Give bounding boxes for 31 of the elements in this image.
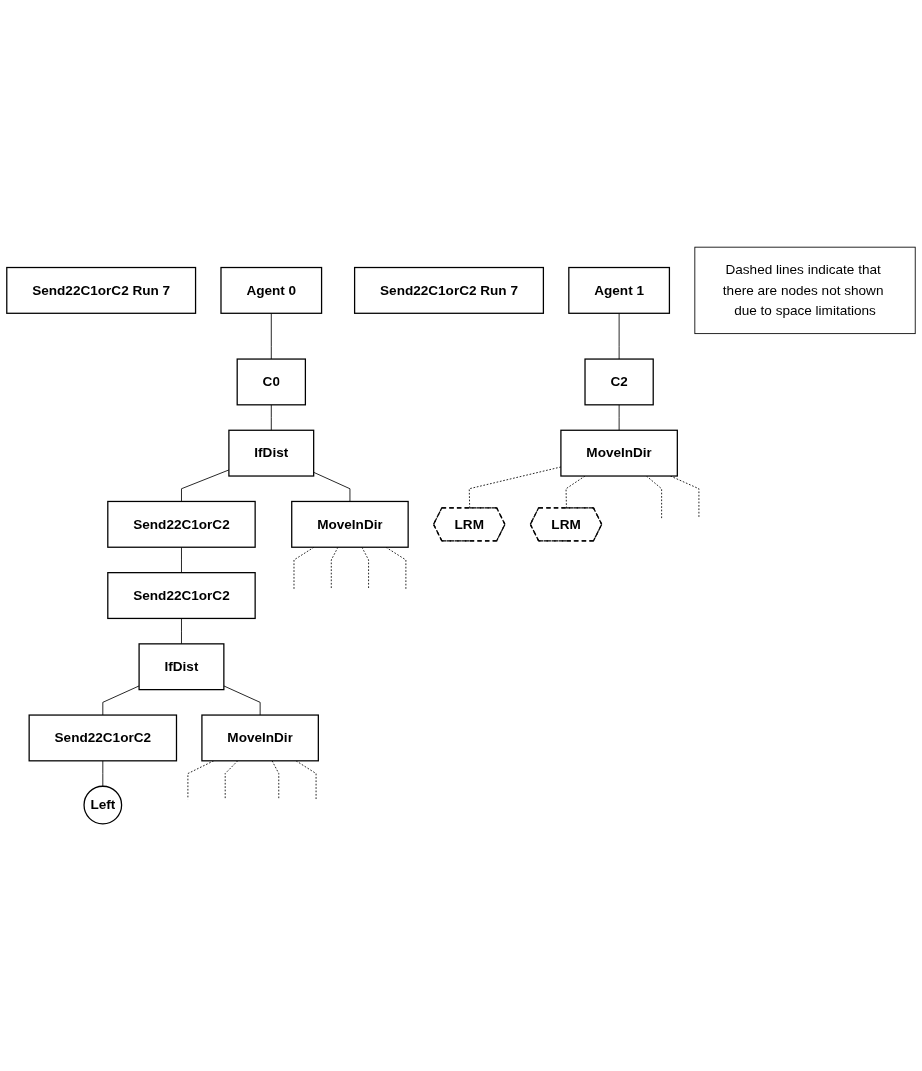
connector bbox=[271, 760, 280, 800]
connector bbox=[618, 312, 620, 360]
node-box: Send22C1orC2 Run 7 bbox=[353, 266, 545, 314]
node-box: MoveInDir bbox=[560, 429, 678, 477]
node-box: Agent 1 bbox=[568, 266, 671, 314]
connector bbox=[313, 471, 351, 502]
node-box: Send22C1orC2 bbox=[107, 572, 256, 620]
node-box: MoveInDir bbox=[201, 714, 319, 762]
connector bbox=[102, 760, 104, 787]
connector bbox=[223, 685, 261, 716]
node-circle: Left bbox=[83, 785, 123, 825]
node-box: IfDist bbox=[138, 643, 225, 691]
connector bbox=[224, 760, 239, 800]
connector bbox=[295, 760, 317, 800]
connector bbox=[270, 404, 272, 431]
node-box: Agent 0 bbox=[220, 266, 323, 314]
connector bbox=[181, 618, 182, 645]
node-box: IfDist bbox=[228, 429, 315, 477]
connector bbox=[102, 685, 140, 716]
node-box: C2 bbox=[584, 358, 654, 406]
node-box: C0 bbox=[236, 358, 306, 406]
node-box: Dashed lines indicate that there are nodes not shown due to space limitations bbox=[694, 246, 916, 335]
node-box: Send22C1orC2 Run 7 bbox=[6, 266, 197, 314]
connector bbox=[646, 475, 663, 519]
node-box: MoveInDir bbox=[291, 500, 409, 548]
connector bbox=[181, 546, 182, 574]
connector bbox=[618, 404, 620, 431]
node-box: Send22C1orC2 bbox=[28, 714, 178, 762]
connector bbox=[270, 312, 272, 360]
connector bbox=[293, 546, 315, 591]
node-box: Send22C1orC2 bbox=[107, 500, 256, 548]
